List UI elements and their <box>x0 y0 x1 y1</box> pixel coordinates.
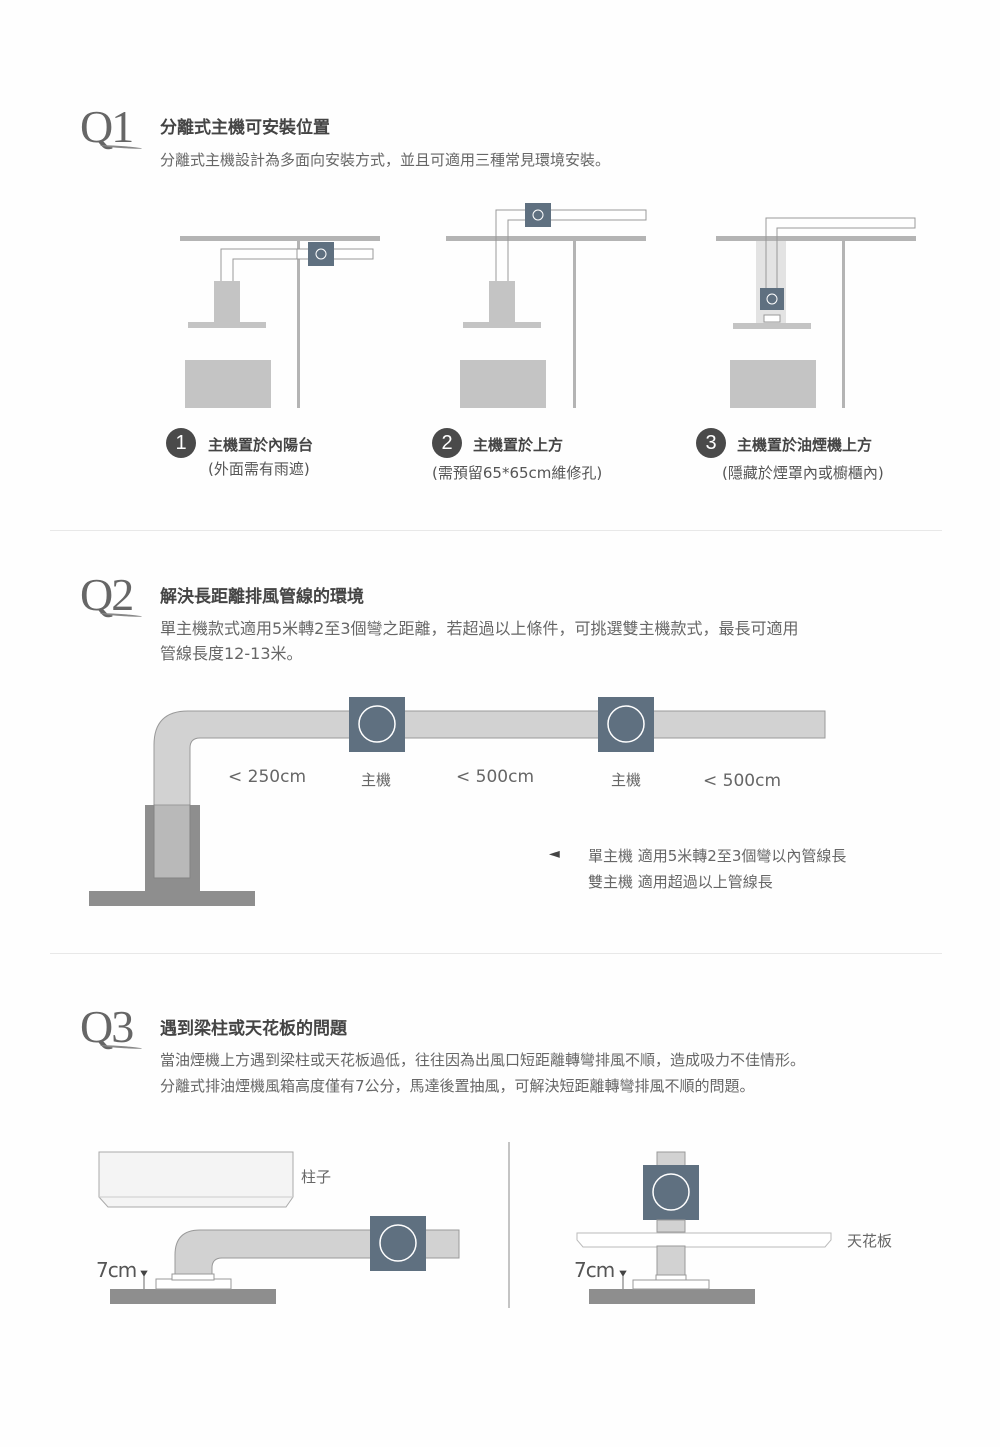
q1-diagram-1 <box>180 236 380 408</box>
duct-lines <box>495 209 525 281</box>
hood-cover <box>756 241 786 323</box>
q1-mark: Q1 <box>80 101 134 152</box>
q3-diagram-right <box>576 1151 832 1304</box>
stove <box>185 360 271 408</box>
duct-lines <box>220 248 297 281</box>
floor <box>110 1289 276 1304</box>
stove <box>460 360 546 408</box>
option-1-note: (外面需有雨遮) <box>208 460 310 478</box>
wall <box>842 241 845 408</box>
hood-body <box>489 281 515 323</box>
legend-arrow-icon: ◄ <box>549 846 560 862</box>
ceiling <box>446 236 646 241</box>
pillar-label: 柱子 <box>301 1168 332 1186</box>
q2-description-line1: 單主機款式適用5米轉2至3個彎之距離，若超過以上條件，可挑選雙主機款式，最長可適… <box>160 619 799 638</box>
stove <box>730 360 816 408</box>
unit-2-label: 主機 <box>611 771 642 789</box>
segment-3-length: < 500cm <box>703 771 782 791</box>
q3-title: 遇到梁柱或天花板的問題 <box>160 1019 347 1039</box>
segment-2-length: < 500cm <box>456 767 535 787</box>
duct-lines <box>765 217 916 288</box>
q2-title: 解決長距離排風管線的環境 <box>160 587 364 607</box>
pillar <box>98 1151 294 1208</box>
q3-mark: Q3 <box>80 1001 134 1052</box>
right-height-label: 7cm <box>574 1258 615 1282</box>
floor <box>589 1289 755 1304</box>
q1-description: 分離式主機設計為多面向安裝方式，並且可適用三種常見環境安裝。 <box>160 151 611 169</box>
hood-base <box>463 322 541 328</box>
height-arrow <box>619 1270 627 1289</box>
option-3-title: 主機置於油煙機上方 <box>737 436 873 454</box>
q1-diagram-2 <box>446 203 647 408</box>
unit <box>525 203 551 227</box>
option-2-title: 主機置於上方 <box>473 436 564 454</box>
option-2-badge: 2 <box>432 428 462 458</box>
option-1-title: 主機置於內陽台 <box>208 436 314 454</box>
wall <box>297 241 300 408</box>
section-divider-2 <box>50 953 942 954</box>
duct-out <box>549 209 647 221</box>
segment-1-length: < 250cm <box>228 767 307 787</box>
hood-base <box>733 323 811 329</box>
option-1-badge: 1 <box>166 428 196 458</box>
legend-line-2: 雙主機 適用超過以上管線長 <box>588 873 773 891</box>
q1-title: 分離式主機可安裝位置 <box>160 118 330 138</box>
unit <box>308 242 334 266</box>
floor <box>89 891 255 906</box>
section-divider-1 <box>50 530 942 531</box>
unit-1-label: 主機 <box>361 771 392 789</box>
height-arrow <box>140 1270 148 1289</box>
q3-diagram-left <box>98 1151 460 1304</box>
ceiling <box>716 236 916 241</box>
ceiling <box>180 236 380 241</box>
ceiling-board <box>576 1232 832 1248</box>
q2-description-line2: 管線長度12-13米。 <box>160 644 303 663</box>
q3-description-line2: 分離式排油煙機風箱高度僅有7公分，馬達後置抽風，可解決短距離轉彎排風不順的問題。 <box>160 1077 755 1095</box>
wall <box>573 241 576 408</box>
duct-out <box>296 248 374 260</box>
left-height-label: 7cm <box>96 1258 137 1282</box>
option-3-note: (隱藏於煙罩內或櫥櫃內) <box>722 464 884 482</box>
q2-mark: Q2 <box>80 569 134 620</box>
hood-base <box>188 322 266 328</box>
option-2-note: (需預留65*65cm維修孔) <box>432 464 603 482</box>
option-3-badge: 3 <box>696 428 726 458</box>
q3-description-line1: 當油煙機上方遇到梁柱或天花板過低，往往因為出風口短距離轉彎排風不順，造成吸力不佳… <box>160 1051 806 1069</box>
q3-separator <box>508 1142 510 1308</box>
ceiling-label: 天花板 <box>847 1232 893 1250</box>
legend-line-1: 單主機 適用5米轉2至3個彎以內管線長 <box>588 847 847 865</box>
unit <box>760 288 784 310</box>
q1-diagram-3 <box>716 217 916 408</box>
q2-duct-diagram <box>89 697 826 906</box>
hood-body <box>214 281 240 323</box>
duct <box>153 710 826 879</box>
